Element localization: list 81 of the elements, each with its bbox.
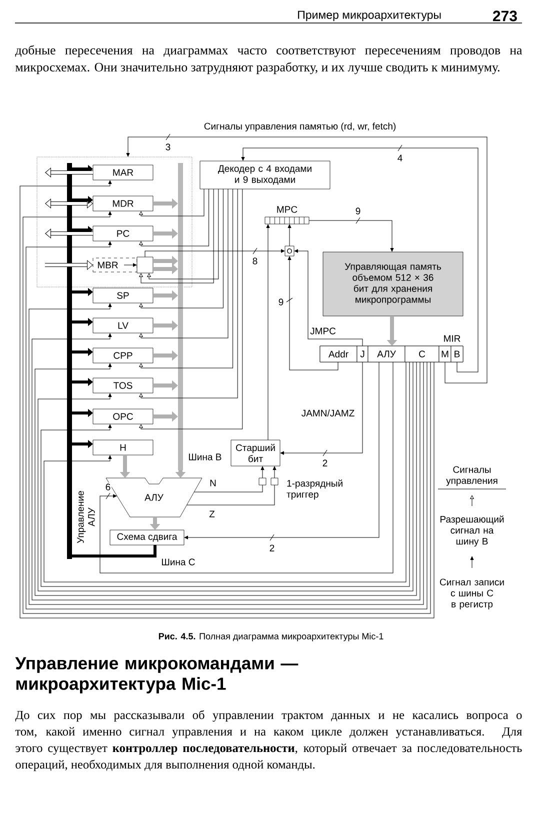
arrow [184,362,380,541]
connector-line [194,484,263,492]
flip-flop [258,478,266,486]
flip-flop-label: 1-разрядный триггер [286,480,342,500]
arrow [124,263,137,267]
control-store-box: Управляющая память объемом 512 × 36 бит для хранения микропрограммы [322,252,464,316]
shifter-box: Схема сдвига [110,530,184,546]
arrow [139,188,228,338]
rotated-label: Управление АЛУ [77,491,95,544]
legend-text: Разрешающий сигнал на шину В [440,515,504,547]
register-box: MDR [92,196,154,212]
edge-label: Сигналы управления памятью (rd, wr, fetch) [202,122,398,132]
edge-label: 4 [396,154,404,162]
section-heading: Управление микрокомандами — микроархитектура Mic-1 [15,657,298,694]
register-box: CPP [92,348,154,364]
register-box: TOS [92,378,154,394]
connector-line [186,484,275,506]
arrow [294,249,363,346]
caption: Рис. 4.5. Полная диаграмма микроархитектуры Mic-1 [158,632,384,642]
flip-flop [270,478,278,486]
field-cell: B [450,346,464,362]
register-box: H [92,440,154,456]
arrow [139,188,210,246]
edge-label: 8 [251,256,259,266]
edge-label: JMPC [309,326,337,336]
register: MPC [264,206,310,224]
edge-label: JAMN/JAMZ [300,408,356,418]
edge-label: N [208,478,218,488]
arrow [45,228,93,238]
arrow [308,217,394,252]
edge-label: 9 [354,206,362,216]
arrow [139,188,204,216]
arrow [286,256,338,370]
arrow [272,466,276,478]
arrow [144,248,285,258]
register-box: OPC [92,408,154,424]
arrow [139,188,224,308]
arrow [100,362,394,574]
arrow [260,466,264,478]
gate-box [136,256,154,274]
field-cell: M [438,346,452,362]
arrow [241,144,478,372]
bus-width-label: 2 [322,460,328,466]
paragraph: До сих пор мы рассказывали об управлении трактом данных и не касались вопроса о том, какой именно сигнал управления и на каком цикле должен устанавливаться. Для этого существует контроллер последовательности, который отвечает за последовательность операций, необходимых для выполнения одной команды. [15,710,522,772]
arrow [45,168,93,178]
field-cell: J [356,346,368,362]
bus-label: Шина С [162,558,195,566]
decoder-box: Декодер с 4 входами и 9 выходами [200,160,330,190]
arrow [45,198,93,208]
connector-line [72,545,156,558]
node-label: MIR [444,335,460,342]
running-header: Пример микроархитектуры [298,10,441,22]
edge-label: 6 [104,482,112,492]
register-box: SP [92,288,154,304]
bus-label: Шина В [188,454,222,460]
edge-label: Z [208,510,216,518]
arrow [139,188,243,430]
node-label: MPC [277,206,298,213]
arrow [280,362,363,456]
register-box: PC [92,226,154,242]
arrow [139,188,238,398]
arrow [288,224,292,246]
arrow [45,260,93,270]
paragraph: добные пересечения на диаграммах часто соответствуют пересечениям проводов на микросхемах. Они значительно затрудняют разработку, и их лучше сводить к минимуму. [15,45,522,74]
arrow [266,224,270,440]
latch-box: Старший бит [230,440,280,466]
register-box: MAR [92,164,154,180]
bus-bar [67,163,72,559]
edge-label: 2 [268,544,276,552]
arrow [126,134,488,384]
register-box: MBR [92,258,138,272]
edge-label: 9 [277,298,285,306]
legend-text: Сигнал записи с шины С в регистр [440,578,504,610]
page-number: 273 [492,10,517,22]
arrow [147,188,219,280]
arrow [139,188,234,368]
register-box: LV [92,318,154,334]
legend-title: Сигналы управления [438,466,506,490]
dotted-frame [36,156,192,288]
arrow [139,188,214,284]
bus-width-label: 3 [166,144,170,150]
